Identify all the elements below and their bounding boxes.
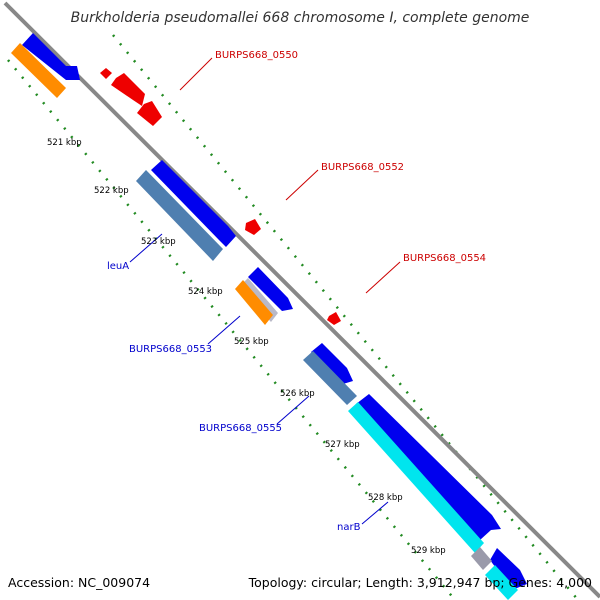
gene-label-burps668-0550[interactable]: BURPS668_0550 bbox=[215, 50, 298, 61]
red-gene-3[interactable] bbox=[137, 101, 162, 126]
gene-steel-leua[interactable] bbox=[136, 170, 223, 261]
leader-leua bbox=[129, 233, 163, 263]
kbp-label-526: 526 kbp bbox=[280, 389, 315, 399]
red-gene-5[interactable] bbox=[327, 312, 341, 325]
leader-0555 bbox=[276, 395, 310, 425]
kbp-label-524: 524 kbp bbox=[188, 287, 223, 297]
gene-cyan-lower[interactable] bbox=[485, 565, 518, 600]
genome-summary-text: Topology: circular; Length: 3,912,947 bp… bbox=[248, 575, 592, 590]
red-gene-1[interactable] bbox=[100, 68, 112, 79]
cds-arrow-2[interactable] bbox=[151, 160, 236, 247]
gene-steel-0555[interactable] bbox=[303, 351, 357, 405]
leader-0550 bbox=[179, 57, 213, 91]
leader-0554 bbox=[365, 261, 401, 294]
gene-orange-0553[interactable] bbox=[235, 280, 273, 325]
gene-label-narb[interactable]: narB bbox=[337, 522, 361, 533]
accession-text: Accession: NC_009074 bbox=[8, 575, 151, 590]
gene-label-leua[interactable]: leuA bbox=[107, 261, 129, 272]
inner-tick-row bbox=[7, 59, 456, 600]
outer-tick-row bbox=[112, 34, 579, 600]
kbp-label-522: 522 kbp bbox=[94, 186, 129, 196]
red-gene-4[interactable] bbox=[245, 219, 261, 235]
map-title: Burkholderia pseudomallei 668 chromosome… bbox=[70, 10, 530, 26]
leader-0552 bbox=[285, 169, 319, 201]
cds-arrow-3[interactable] bbox=[248, 267, 293, 311]
leader-narb bbox=[361, 501, 389, 525]
cds-arrow-4[interactable] bbox=[311, 343, 353, 384]
kbp-label-525: 525 kbp bbox=[234, 337, 269, 347]
gene-label-burps668-0552[interactable]: BURPS668_0552 bbox=[321, 162, 404, 173]
gene-cyan-narb[interactable] bbox=[348, 402, 484, 553]
cds-arrow-1[interactable] bbox=[22, 33, 80, 80]
gene-label-burps668-0553[interactable]: BURPS668_0553 bbox=[129, 344, 212, 355]
kbp-label-528: 528 kbp bbox=[368, 493, 403, 503]
gene-label-burps668-0554[interactable]: BURPS668_0554 bbox=[403, 253, 486, 264]
gene-label-burps668-0555[interactable]: BURPS668_0555 bbox=[199, 423, 282, 434]
cds-arrow-6[interactable] bbox=[490, 548, 527, 590]
genome-backbone bbox=[3, 1, 600, 599]
gene-orange-1[interactable] bbox=[11, 43, 66, 98]
cds-arrow-5[interactable] bbox=[356, 394, 501, 540]
gene-grey-lower[interactable] bbox=[471, 547, 492, 570]
kbp-label-529: 529 kbp bbox=[411, 546, 446, 556]
leader-0553 bbox=[207, 315, 241, 345]
kbp-label-527: 527 kbp bbox=[325, 440, 360, 450]
red-gene-2[interactable] bbox=[111, 73, 145, 106]
kbp-label-521: 521 kbp bbox=[47, 138, 82, 148]
kbp-label-523: 523 kbp bbox=[141, 237, 176, 247]
